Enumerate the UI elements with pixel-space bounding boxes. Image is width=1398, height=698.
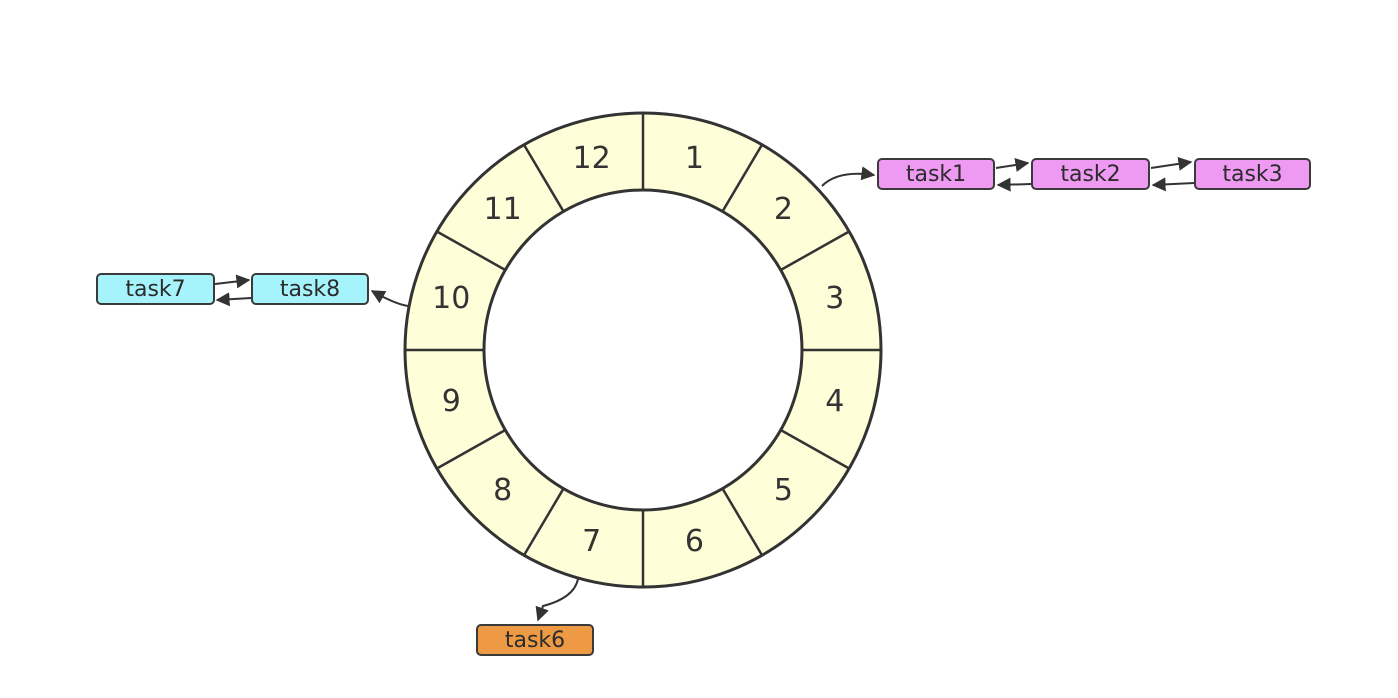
task-label: task2 (1060, 161, 1121, 187)
slot-label-2: 2 (774, 192, 793, 227)
slot-label-4: 4 (825, 384, 844, 419)
arrow-task2-to-task3 (1150, 156, 1193, 171)
slot-label-1: 1 (685, 141, 704, 176)
slot-label-10: 10 (432, 281, 470, 316)
slot-label-3: 3 (825, 281, 844, 316)
task-node-task8: task8 (251, 273, 369, 305)
slot-divider (721, 487, 764, 556)
arrow-task3-to-task2 (1151, 177, 1195, 192)
task-node-task6: task6 (476, 624, 594, 656)
task-node-task1: task1 (877, 158, 995, 190)
slot-label-8: 8 (493, 473, 512, 508)
task-label: task8 (279, 276, 341, 302)
task-label: task6 (504, 627, 566, 653)
task-label: task1 (905, 161, 967, 187)
slot-label-12: 12 (573, 141, 611, 176)
task-label: task3 (1222, 161, 1283, 187)
arrow-task8-to-task7 (215, 292, 252, 307)
task-node-task2: task2 (1031, 158, 1150, 190)
slot-divider (522, 144, 565, 213)
slot-label-6: 6 (685, 524, 704, 559)
slot-divider (780, 428, 850, 470)
task-label: task7 (125, 276, 186, 302)
slot-label-11: 11 (484, 192, 522, 227)
arrow-slot7-to-task6 (535, 578, 579, 622)
arrow-task7-to-task8 (214, 274, 251, 289)
task-node-task7: task7 (96, 273, 215, 305)
slot-divider (780, 230, 850, 272)
slot-divider (522, 487, 565, 556)
slot-label-7: 7 (582, 524, 601, 559)
slot-label-5: 5 (774, 473, 793, 508)
slot-divider (436, 428, 506, 470)
slot-divider (436, 230, 506, 272)
arrow-task1-to-task2 (995, 158, 1030, 172)
arrow-slot10-to-task8 (370, 290, 409, 307)
arrow-slot2-to-task1 (821, 166, 876, 187)
slot-divider (721, 144, 764, 213)
arrow-task2-to-task1 (996, 177, 1032, 192)
slot-label-9: 9 (442, 384, 461, 419)
task-node-task3: task3 (1194, 158, 1311, 190)
